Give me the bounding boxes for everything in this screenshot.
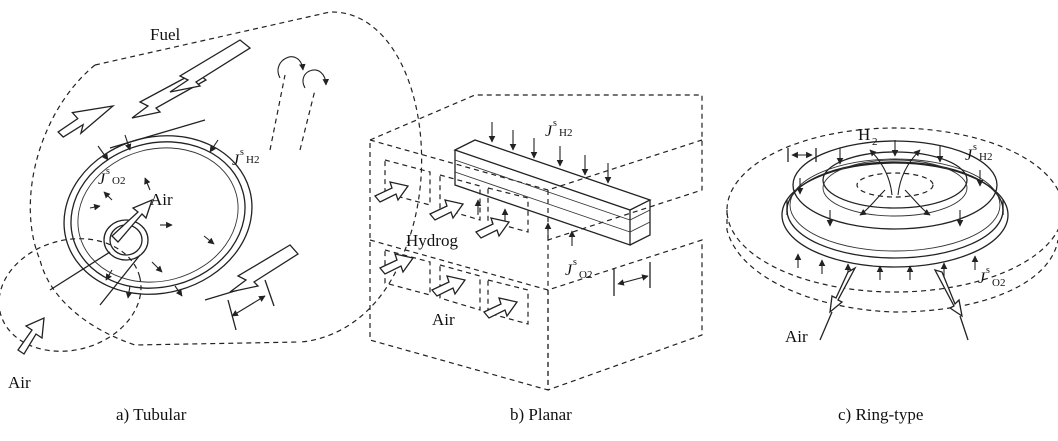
- ring-flux-h2-label: J s H2: [965, 142, 992, 164]
- svg-text:H2: H2: [246, 154, 259, 166]
- tubular-cell-disk: [46, 97, 328, 315]
- planar-caption: b) Planar: [510, 405, 572, 424]
- planar-flux-o2-label: J s O2: [565, 257, 592, 281]
- svg-text:J: J: [232, 152, 240, 169]
- flux-h2-label: J s H2: [232, 147, 259, 169]
- fuel-arrow-1: [55, 104, 117, 138]
- ring-flux-o2-label: J s O2: [978, 265, 1005, 289]
- svg-text:J: J: [978, 270, 986, 287]
- svg-text:2: 2: [872, 136, 878, 148]
- tubular-caption: a) Tubular: [116, 405, 187, 424]
- svg-text:J: J: [545, 123, 553, 140]
- planar-cell: Hydrog Air J s H2 J s O2 b) Planar: [370, 95, 702, 424]
- fuel-arrow-3: [170, 40, 250, 92]
- ring-air-arrows: [820, 268, 968, 340]
- svg-text:H: H: [858, 125, 870, 144]
- ring-outer-envelope: [727, 128, 1058, 312]
- fuel-flow-arrows: [55, 40, 298, 292]
- svg-text:s: s: [986, 265, 990, 276]
- svg-text:O2: O2: [112, 175, 125, 187]
- svg-text:H2: H2: [559, 127, 572, 139]
- svg-text:J: J: [98, 171, 106, 188]
- air-inlet-label: Air: [8, 373, 31, 392]
- ring-cell: H 2 Air J s H2 J s O2 c) Ring-type: [727, 125, 1058, 424]
- planar-width-dimension: [614, 262, 650, 296]
- svg-text:s: s: [973, 142, 977, 153]
- ring-air-label: Air: [785, 327, 808, 346]
- svg-text:J: J: [965, 147, 973, 164]
- ring-caption: c) Ring-type: [838, 405, 923, 424]
- flux-o2-label: J s O2: [98, 166, 125, 188]
- air-inner-label: Air: [150, 190, 173, 209]
- svg-text:s: s: [553, 118, 557, 129]
- svg-text:s: s: [573, 257, 577, 268]
- fuel-arrow-4: [230, 245, 298, 292]
- svg-text:H2: H2: [979, 151, 992, 163]
- svg-text:O2: O2: [992, 277, 1005, 289]
- svg-text:s: s: [240, 147, 244, 158]
- planar-air-label: Air: [432, 310, 455, 329]
- fuel-recirculation: [270, 57, 326, 150]
- svg-text:O2: O2: [579, 269, 592, 281]
- svg-text:J: J: [565, 262, 573, 279]
- tubular-cell: Fuel Air Air J s H2 J s O2 a) Tubular: [0, 12, 422, 424]
- svg-text:s: s: [106, 166, 110, 177]
- planar-inlet-arrows: [375, 182, 517, 318]
- tubular-flux-arrows: [90, 135, 218, 298]
- planar-flux-h2-label: J s H2: [545, 118, 572, 140]
- hydrogen-label: Hydrog: [406, 231, 458, 250]
- fuel-label: Fuel: [150, 25, 181, 44]
